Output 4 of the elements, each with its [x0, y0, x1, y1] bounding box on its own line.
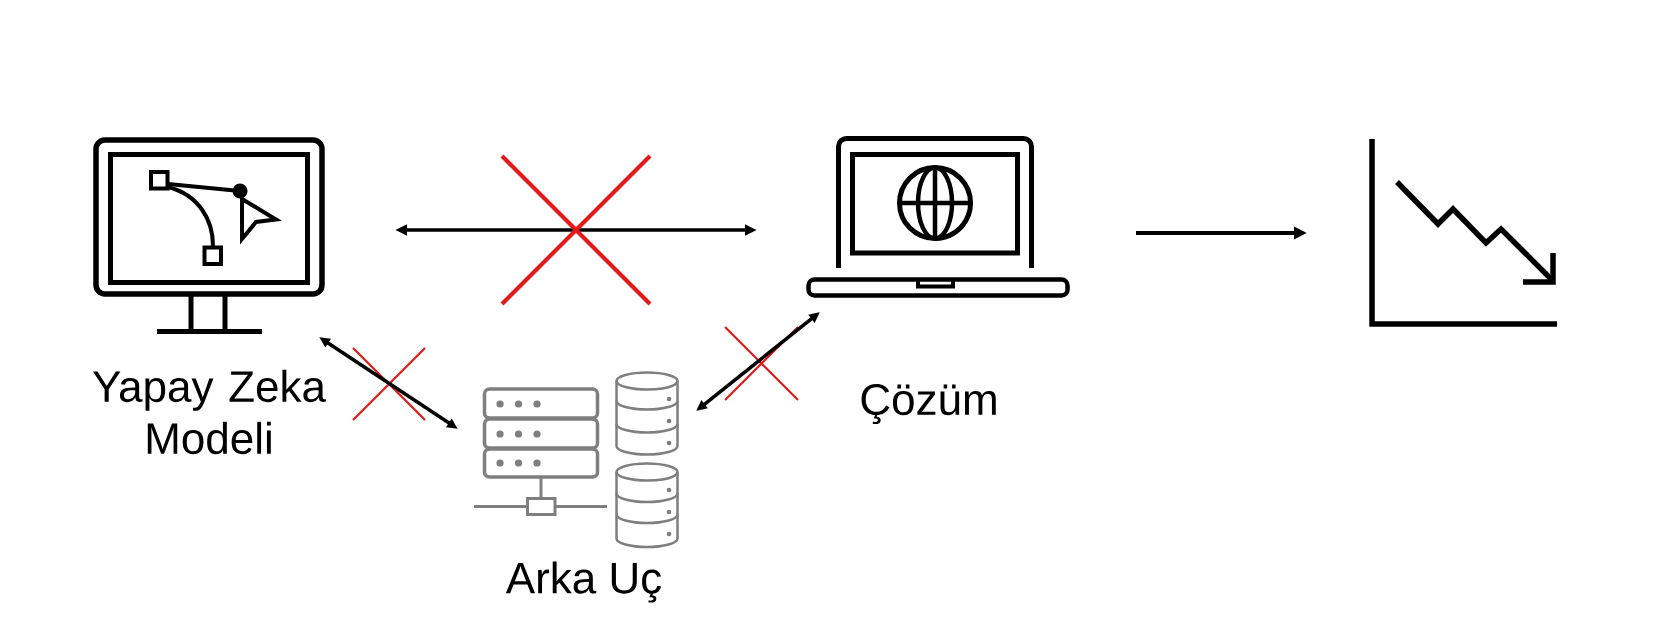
- chart-icon: [1369, 139, 1557, 327]
- node-label: Arka Uç: [505, 561, 662, 603]
- node-label: Yapay Zeka Modeli: [93, 369, 326, 455]
- node-label: Çözüm: [861, 384, 996, 424]
